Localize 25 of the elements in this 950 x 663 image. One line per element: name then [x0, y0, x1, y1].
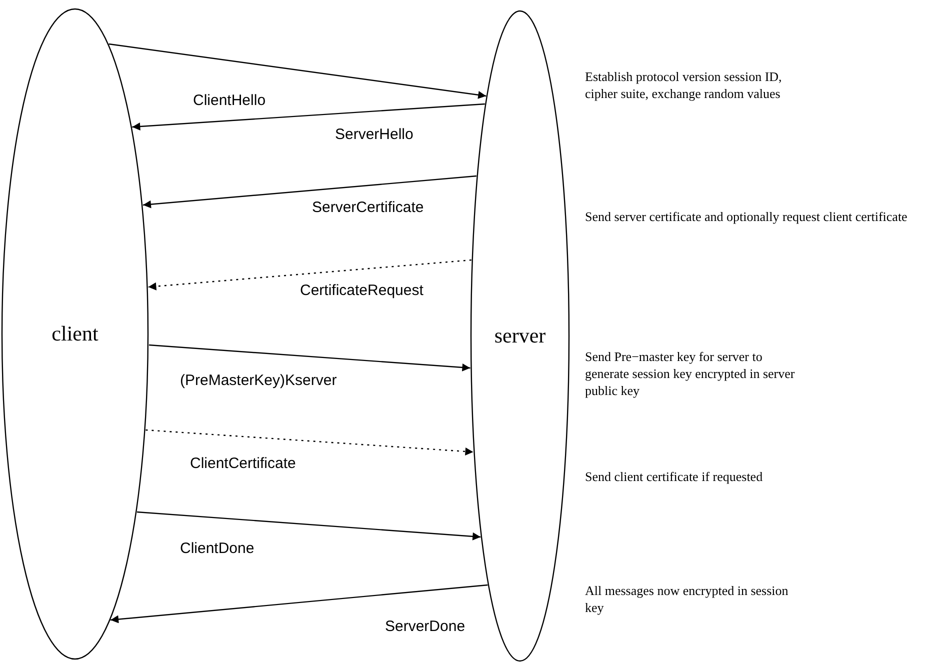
note-text: All messages now encrypted in session key	[585, 582, 790, 616]
arrow	[132, 103, 485, 130]
edge-label: (PreMasterKey)Kserver	[180, 372, 337, 389]
arrow	[146, 429, 474, 456]
node-label: server	[494, 324, 546, 348]
edge-label: ServerCertificate	[312, 199, 424, 216]
edge-label: ClientDone	[180, 540, 254, 557]
node-label: client	[52, 322, 98, 346]
edge-label: CertificateRequest	[300, 282, 424, 299]
edge-label: ServerDone	[385, 618, 466, 635]
note-text: Establish protocol version session ID, cipher suite, exchange random values	[585, 68, 783, 102]
note-text: Send server certificate and optionally request client certificate	[585, 208, 908, 225]
ellipse-node	[470, 10, 570, 662]
arrow	[110, 584, 488, 624]
edge-label: ClientHello	[193, 92, 266, 109]
ellipse-node	[1, 8, 149, 660]
arrow	[142, 175, 476, 208]
arrow	[136, 511, 481, 540]
edge-label: ClientCertificate	[190, 455, 296, 472]
arrow	[108, 43, 486, 99]
note-text: Send client certificate if requested	[585, 468, 764, 485]
edge-label: ServerHello	[335, 126, 414, 143]
note-text: Send Pre−master key for server to generate session key encrypted in server public key	[585, 348, 796, 399]
arrow	[148, 259, 472, 290]
arrow	[148, 344, 470, 372]
